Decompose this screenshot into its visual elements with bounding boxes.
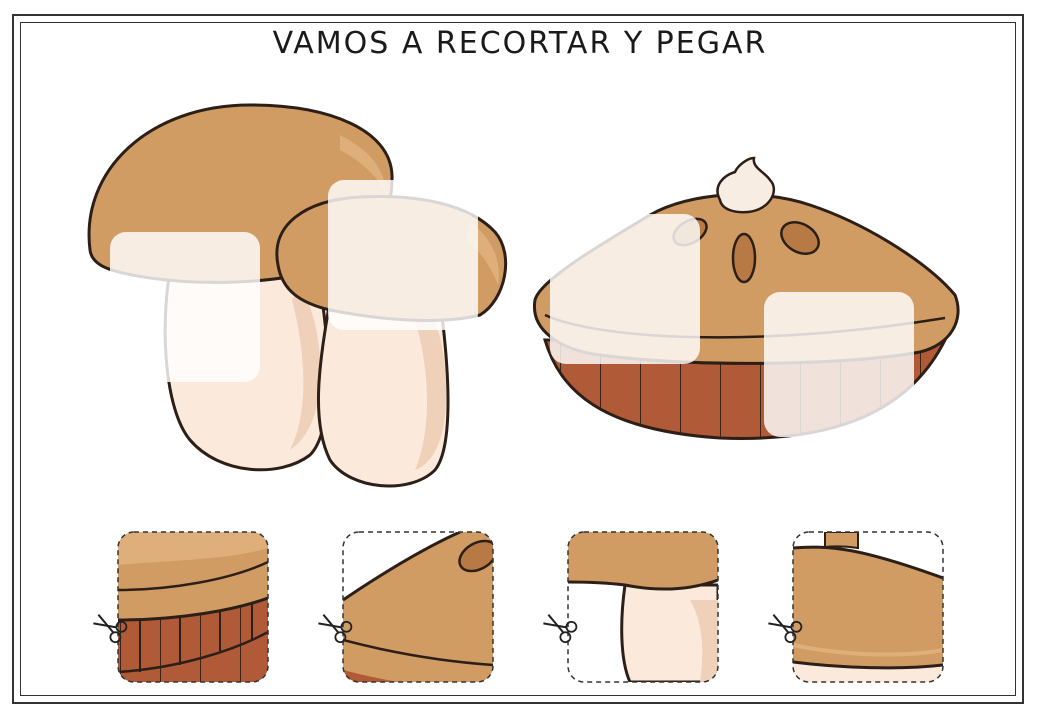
cutout-piece-2[interactable] (342, 531, 502, 690)
pie-vent (731, 232, 757, 284)
cream-topping (716, 156, 776, 214)
page-border-inner (20, 22, 1016, 696)
page-title: VAMOS A RECORTAR Y PEGAR (272, 26, 768, 61)
mushroom-picture (87, 103, 508, 488)
paste-slot-4[interactable] (764, 292, 914, 437)
page-border (12, 14, 1024, 704)
pie-vent (780, 221, 820, 255)
pie-picture (532, 156, 960, 440)
paste-slot-1[interactable] (110, 232, 260, 382)
paste-slot-2[interactable] (328, 180, 478, 330)
paste-slot-3[interactable] (550, 214, 700, 364)
scissors-icon (93, 614, 128, 644)
small-mushroom-stem (317, 298, 450, 488)
scissors-icon (543, 614, 578, 644)
scissors-icon (318, 614, 353, 644)
cutout-piece-4[interactable] (792, 531, 944, 683)
cutout-piece-3[interactable] (567, 531, 719, 683)
cutout-piece-1[interactable] (117, 531, 269, 683)
scissors-icon (768, 614, 803, 644)
